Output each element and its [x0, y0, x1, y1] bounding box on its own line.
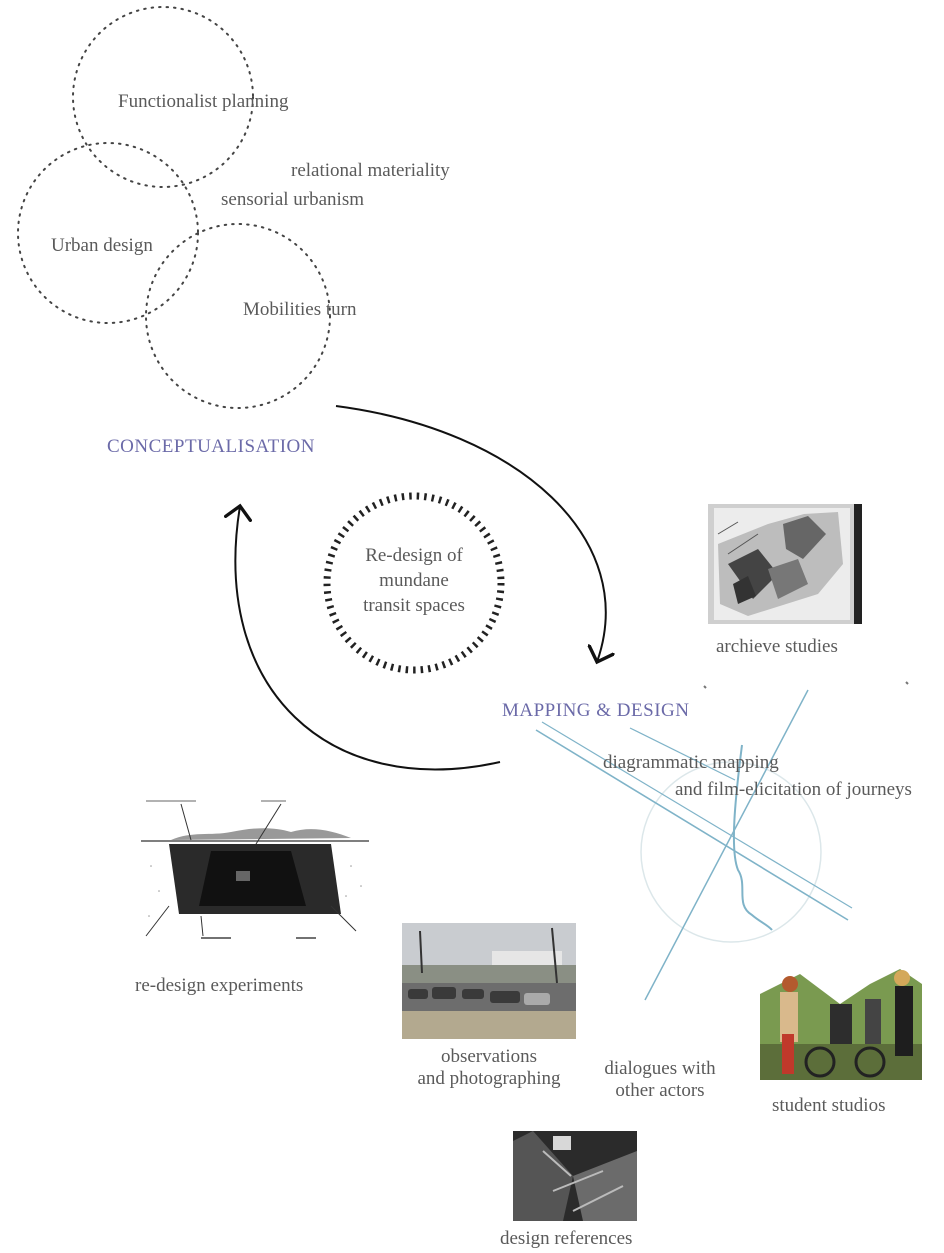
label-observations-line-2: and photographing [417, 1068, 561, 1089]
label-observations-line-1: observations [440, 1046, 538, 1067]
center-ring [323, 492, 505, 674]
design-reference-photo-icon [513, 1131, 637, 1221]
label-urban-design: Urban design [51, 235, 153, 256]
label-mobilities-turn: Mobilities turn [243, 299, 357, 320]
phase-conceptualisation: CONCEPTUALISATION [107, 436, 315, 457]
label-sensorial-urbanism: sensorial urbanism [221, 189, 365, 210]
center-line-2: mundane [379, 570, 449, 591]
students-bikes-photo-icon [760, 964, 922, 1080]
label-diagrammatic-mapping: diagrammatic mapping [603, 752, 779, 773]
tunnel-drawing-icon [141, 796, 369, 952]
circle-urban-design [17, 142, 199, 324]
label-relational-materiality: relational materiality [291, 160, 450, 181]
diagrammatic-map [535, 681, 909, 1001]
label-film-elicitation: and film-elicitation of journeys [675, 779, 912, 800]
label-student-studios: student studios [772, 1095, 886, 1116]
parking-lot-photo-icon [402, 923, 576, 1039]
label-dialogues-line-2: other actors [615, 1080, 705, 1101]
arrow-concept-to-mapping [335, 405, 606, 662]
label-observations: observations and photographing [398, 1046, 580, 1090]
circle-functionalist [72, 6, 254, 188]
label-functionalist-planning: Functionalist planning [118, 91, 289, 112]
label-dialogues: dialogues with other actors [590, 1058, 730, 1102]
center-text: Re-design of mundane transit spaces [334, 543, 494, 618]
arrow-mapping-to-concept [235, 506, 501, 771]
label-archive-studies: archieve studies [716, 636, 838, 657]
phase-mapping-design: MAPPING & DESIGN [502, 700, 690, 721]
center-line-3: transit spaces [363, 595, 465, 616]
label-dialogues-line-1: dialogues with [604, 1058, 716, 1079]
label-design-references: design references [500, 1228, 633, 1249]
center-line-1: Re-design of [365, 545, 463, 566]
circle-mobilities [145, 223, 331, 409]
archive-map-photo-icon [708, 504, 862, 624]
label-redesign-experiments: re-design experiments [135, 975, 304, 996]
